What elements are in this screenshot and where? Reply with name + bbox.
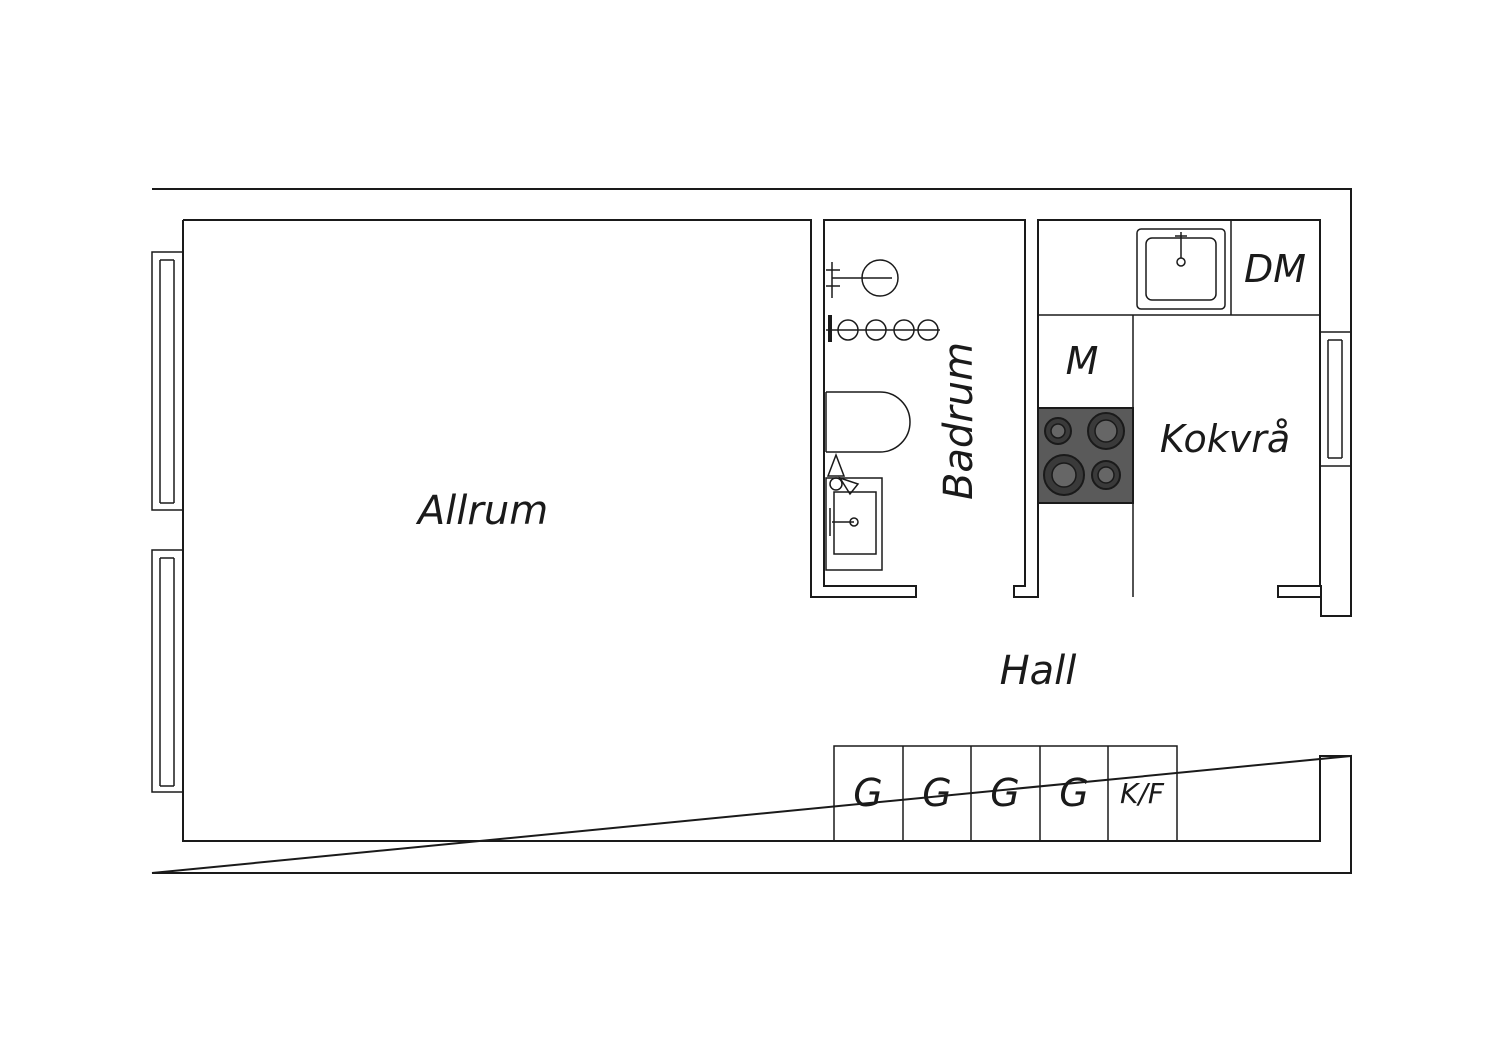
room-label-badrum: Badrum	[936, 342, 982, 500]
kitchen-sink-icon	[1136, 228, 1226, 310]
fridge-freezer-label: K/F	[1120, 777, 1165, 810]
wardrobe-label: G	[922, 771, 951, 815]
window-left-lower	[151, 549, 184, 793]
wardrobe-row	[833, 745, 1178, 842]
room-label-hall: Hall	[1000, 648, 1077, 694]
toilet-icon	[825, 391, 911, 453]
window-left-upper	[151, 251, 184, 511]
room-label-allrum: Allrum	[415, 488, 548, 534]
shower-icon	[826, 259, 899, 298]
wardrobe-label: G	[1059, 771, 1088, 815]
appliance-label-m: M	[1066, 339, 1099, 383]
wardrobe-label: G	[853, 771, 882, 815]
stove-icon	[1037, 407, 1134, 504]
wardrobe-label: G	[990, 771, 1019, 815]
towel-radiator-icon	[826, 315, 940, 342]
sink-icon	[825, 452, 883, 571]
appliance-label-dm: DM	[1244, 247, 1306, 291]
window-right	[1319, 331, 1352, 467]
room-label-kokvra: Kokvrå	[1160, 417, 1290, 461]
